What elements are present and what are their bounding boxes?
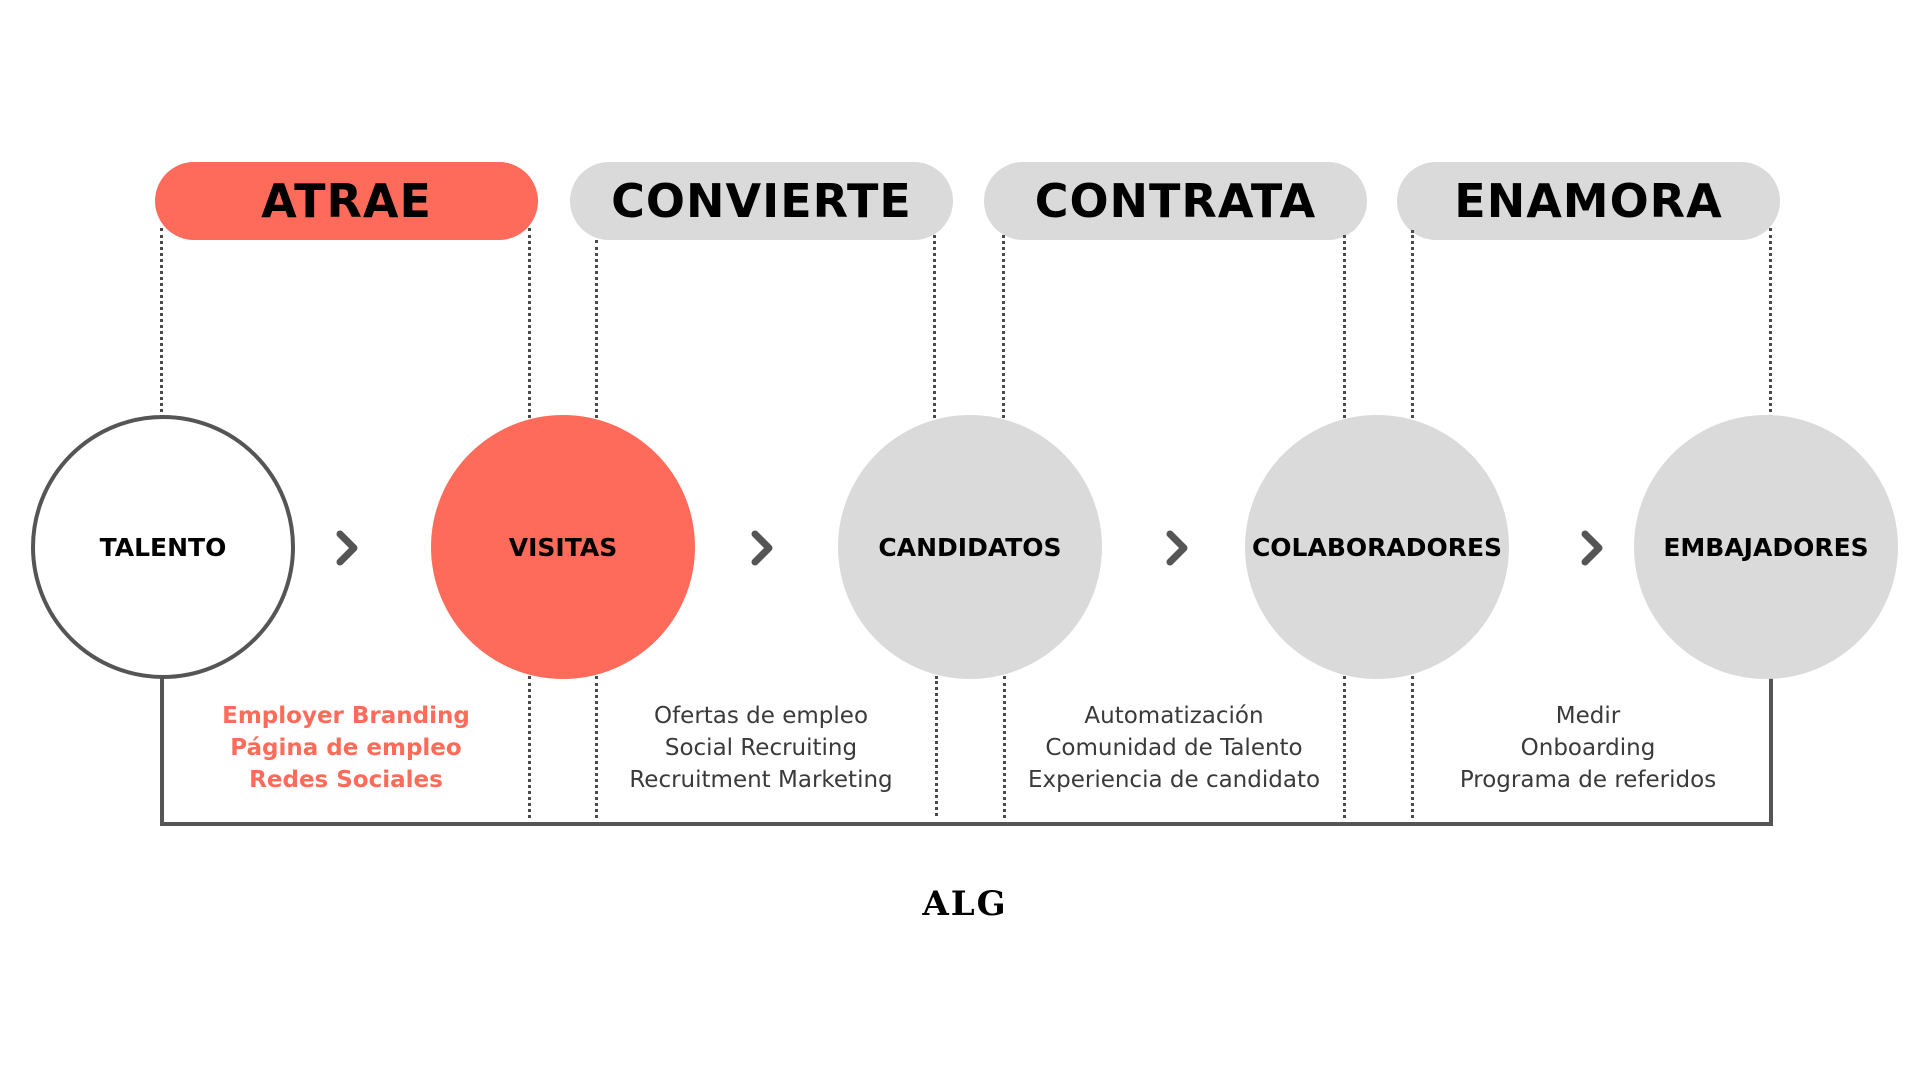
- stage-contrata: CONTRATA: [984, 162, 1367, 240]
- guide-line: [933, 235, 936, 418]
- guide-line: [1002, 235, 1005, 418]
- detail-item: Ofertas de empleo: [653, 703, 869, 729]
- detail-item: Automatización: [1084, 703, 1264, 729]
- guide-line: [1411, 230, 1414, 418]
- detail-item: Experiencia de candidato: [1027, 767, 1321, 793]
- guide-line: [160, 228, 163, 418]
- guide-line: [528, 228, 531, 418]
- detail-item: Recruitment Marketing: [629, 767, 893, 793]
- detail-item: Onboarding: [1520, 735, 1656, 761]
- guide-line: [595, 240, 598, 418]
- guide-line: [935, 676, 938, 816]
- stage-convierte: CONVIERTE: [570, 162, 953, 240]
- detail-item: Employer Branding: [222, 703, 470, 729]
- node-colaboradores: COLABORADORES: [1245, 415, 1509, 679]
- guide-line: [1343, 235, 1346, 418]
- guide-line: [1411, 676, 1414, 818]
- details-enamora: Medir Onboarding Programa de referidos: [1408, 700, 1768, 796]
- chevron-right-icon: [745, 528, 781, 568]
- guide-line: [528, 676, 531, 818]
- node-visitas: VISITAS: [431, 415, 695, 679]
- detail-item: Social Recruiting: [664, 735, 858, 761]
- detail-item: Redes Sociales: [249, 767, 443, 793]
- details-contrata: Automatización Comunidad de Talento Expe…: [994, 700, 1354, 796]
- guide-line: [595, 676, 598, 818]
- stage-atrae: ATRAE: [155, 162, 538, 240]
- chevron-right-icon: [1160, 528, 1196, 568]
- node-embajadores: EMBAJADORES: [1634, 415, 1898, 679]
- detail-item: Comunidad de Talento: [1045, 735, 1303, 761]
- timeline-bracket: [160, 676, 1773, 826]
- detail-item: Medir: [1555, 703, 1621, 729]
- detail-item: Programa de referidos: [1459, 767, 1717, 793]
- chevron-right-icon: [1575, 528, 1611, 568]
- details-convierte: Ofertas de empleo Social Recruiting Recr…: [581, 700, 941, 796]
- node-candidatos: CANDIDATOS: [838, 415, 1102, 679]
- node-talento: TALENTO: [31, 415, 295, 679]
- guide-line: [1769, 228, 1772, 418]
- chevron-right-icon: [330, 528, 366, 568]
- details-atrae: Employer Branding Página de empleo Redes…: [166, 700, 526, 796]
- detail-item: Página de empleo: [230, 735, 462, 761]
- stage-enamora: ENAMORA: [1397, 162, 1780, 240]
- guide-line: [1343, 676, 1346, 818]
- guide-line: [1003, 676, 1006, 818]
- alg-logo: ALG: [922, 884, 1008, 924]
